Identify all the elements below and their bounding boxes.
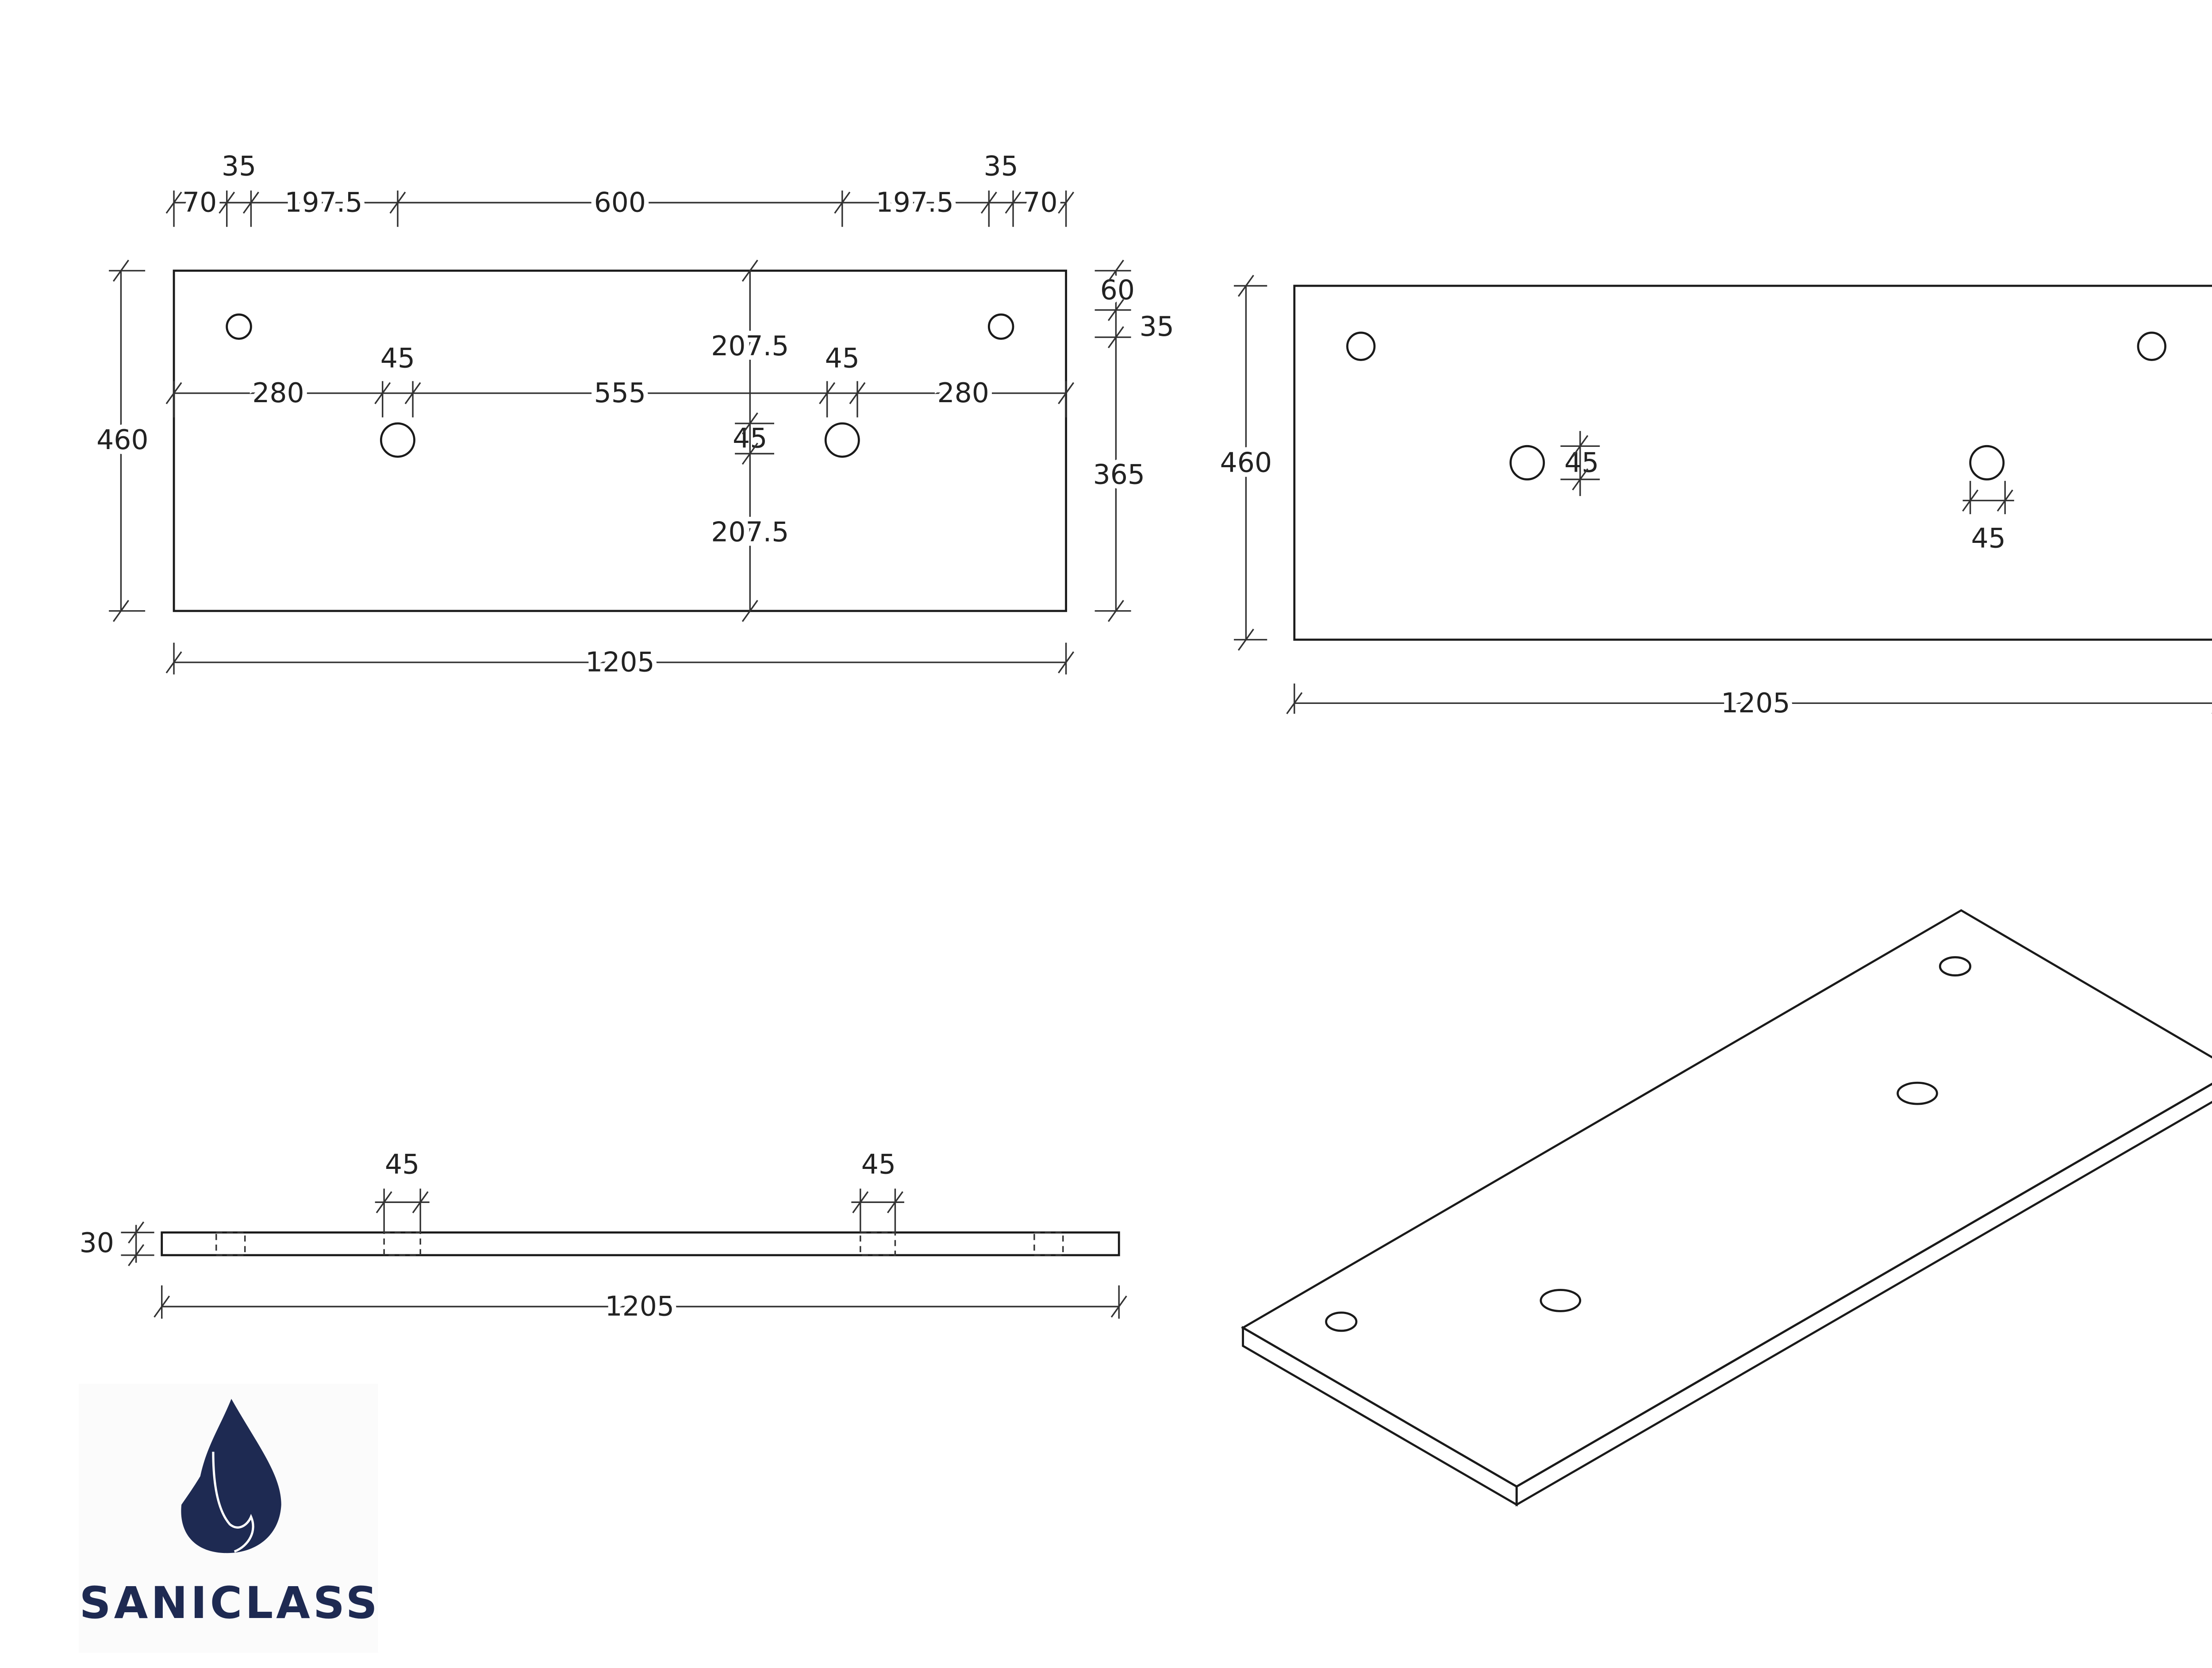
dimension-ticks: [109, 190, 2212, 1318]
dim-label: 45: [1971, 522, 2005, 554]
dim-tick: [741, 600, 758, 622]
dim-label: 45: [861, 1148, 896, 1180]
dim-label: 207.5: [711, 516, 789, 548]
iso-front-edge: [1242, 1326, 1518, 1507]
dim-tick: [1997, 489, 2013, 512]
hole-small: [987, 313, 1014, 340]
dim-label: 555: [594, 377, 646, 409]
dim-label: 35: [1140, 311, 1174, 342]
dim-tick: [412, 1191, 429, 1214]
iso-top-face: [1240, 909, 2212, 1488]
hole-tap: [380, 422, 415, 458]
iso-side-edge: [1515, 1083, 2212, 1507]
dim-label: 1205: [585, 646, 655, 678]
dim-tick: [376, 1191, 392, 1214]
dim-label: 280: [937, 377, 989, 409]
dim-label: 45: [733, 423, 767, 454]
dim-tick: [1572, 468, 1589, 491]
dim-label: 60: [1100, 274, 1135, 306]
dim-label: 35: [222, 150, 256, 182]
dim-label: 45: [385, 1148, 419, 1180]
hidden-hole: [383, 1231, 421, 1256]
hole-small: [2137, 331, 2166, 361]
hole-small: [1939, 956, 1971, 976]
dim-tick: [128, 1244, 145, 1266]
hole-tap: [1897, 1081, 1938, 1105]
dim-tick: [128, 1221, 145, 1244]
hole-small: [226, 313, 252, 340]
dim-label: 45: [380, 342, 415, 374]
top-view-outline: [173, 269, 1068, 612]
hidden-hole: [860, 1231, 896, 1256]
top-view: 70 35 197.5 600 197.5 35 70 280 45 555 4…: [92, 150, 1174, 682]
dim-label: 45: [825, 342, 860, 374]
dim-label: 70: [182, 187, 217, 219]
dim-label: 460: [1220, 446, 1272, 478]
dim-label: 35: [984, 150, 1018, 182]
dim-tick: [887, 1191, 903, 1214]
dim-tick: [741, 412, 758, 434]
dim-label: 1205: [1721, 687, 1790, 719]
dim-label: 45: [1564, 446, 1599, 478]
dim-label: 197.5: [284, 187, 362, 219]
brand-name: SANICLASS: [79, 1578, 380, 1629]
hole-tap: [1540, 1289, 1582, 1312]
side-view: 45 45 30 1205: [75, 1148, 1120, 1327]
hole-tap: [824, 422, 860, 458]
dim-tick: [741, 442, 758, 465]
water-drop-icon: [181, 1399, 281, 1553]
hidden-hole: [1033, 1231, 1064, 1256]
rear-view: 460 45 45 1205: [1215, 284, 2212, 723]
hole-small: [1346, 331, 1376, 361]
dim-tick: [1572, 435, 1589, 457]
hidden-hole: [215, 1231, 246, 1256]
rear-view-outline: [1293, 284, 2212, 641]
dim-label: 70: [1023, 187, 1057, 219]
saniclass-logo: SANICLASS: [78, 1384, 380, 1653]
dim-label: 600: [594, 187, 646, 219]
isometric-view: [1240, 909, 2212, 1507]
dim-label: 30: [80, 1227, 114, 1259]
dim-tick: [154, 1295, 170, 1318]
hole-tap: [1969, 445, 2005, 480]
hole-tap: [1509, 445, 1545, 480]
hole-small: [1325, 1311, 1358, 1332]
dim-label: 1205: [605, 1291, 675, 1322]
dim-tick: [1110, 1295, 1127, 1318]
side-view-outline: [161, 1231, 1120, 1257]
dim-label: 365: [1093, 459, 1145, 491]
dim-label: 280: [252, 377, 304, 409]
dim-label: 197.5: [876, 187, 954, 219]
dim-label: 460: [96, 424, 148, 456]
dim-tick: [852, 1191, 869, 1214]
dim-tick: [1962, 489, 1979, 512]
dim-tick: [741, 259, 758, 282]
dim-label: 207.5: [711, 330, 789, 362]
drop-highlight: [212, 1452, 254, 1553]
